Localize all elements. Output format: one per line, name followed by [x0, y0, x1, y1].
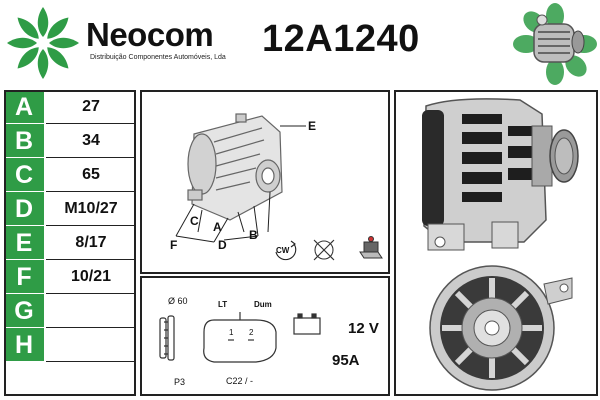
alternator-side-photo [416, 98, 579, 251]
amperage: 95A [332, 352, 360, 369]
pulley-type: P3 [174, 377, 186, 387]
spec-row-c: C 65 [4, 158, 136, 192]
spec-value [46, 294, 136, 328]
spec-row-f: F 10/21 [4, 260, 136, 294]
label-d: D [218, 238, 227, 252]
header: Neocom Distribuição Componentes Automóve… [0, 0, 600, 88]
alternator-dimension-diagram [175, 113, 383, 261]
spec-table: A 27 B 34 C 65 D M10/27 E 8/17 F 10/21 G… [4, 90, 136, 396]
label-e: E [308, 119, 317, 133]
label-a: A [213, 220, 222, 234]
spec-letter: D [4, 192, 44, 226]
label-f: F [170, 238, 178, 252]
plug-pin-1: 1 [229, 328, 234, 337]
label-c: C [190, 214, 199, 228]
neocom-logo-icon [7, 7, 79, 79]
electrical-specs-panel: Ø 60 P3 LT Dum 1 2 C22 / - 12 V 95A [140, 276, 390, 396]
spec-row-a: A 27 [4, 90, 136, 124]
alternator-front-photo [429, 265, 573, 391]
spec-value [46, 328, 136, 362]
spec-value: M10/27 [46, 192, 136, 226]
part-number: 12A1240 [262, 18, 420, 60]
brand-name: Neocom [86, 16, 214, 53]
brand-subtitle: Distribuição Componentes Automóveis, Lda [90, 54, 226, 61]
spec-value: 27 [46, 90, 136, 124]
spec-row-d: D M10/27 [4, 192, 136, 226]
alternator-thumbnail-icon [513, 3, 597, 85]
plug-pulley-diagram [159, 312, 321, 363]
spec-letter: C [4, 158, 44, 192]
rotation-label: CW [276, 246, 290, 255]
spec-letter: B [4, 124, 44, 158]
spec-letter: G [4, 294, 44, 328]
voltage: 12 V [348, 320, 379, 337]
product-photo-panel [394, 90, 598, 396]
spec-row-h: H [4, 328, 136, 362]
spec-letter: A [4, 90, 44, 124]
connector-code: C22 / - [226, 376, 254, 386]
plug-terminal-dum: Dum [254, 300, 272, 309]
spec-row-g: G [4, 294, 136, 328]
spec-table-frame [4, 90, 136, 396]
spec-value: 65 [46, 158, 136, 192]
pulley-diameter: Ø 60 [168, 296, 188, 306]
spec-row-e: E 8/17 [4, 226, 136, 260]
spec-row-b: B 34 [4, 124, 136, 158]
plug-pin-2: 2 [249, 328, 254, 337]
label-b: B [249, 228, 258, 242]
spec-value: 34 [46, 124, 136, 158]
spec-value: 8/17 [46, 226, 136, 260]
spec-value: 10/21 [46, 260, 136, 294]
spec-letter: H [4, 328, 44, 362]
plug-terminal-lt: LT [218, 300, 228, 309]
dimension-diagram-panel: E C A F D B CW [140, 90, 390, 274]
spec-letter: E [4, 226, 44, 260]
spec-letter: F [4, 260, 44, 294]
